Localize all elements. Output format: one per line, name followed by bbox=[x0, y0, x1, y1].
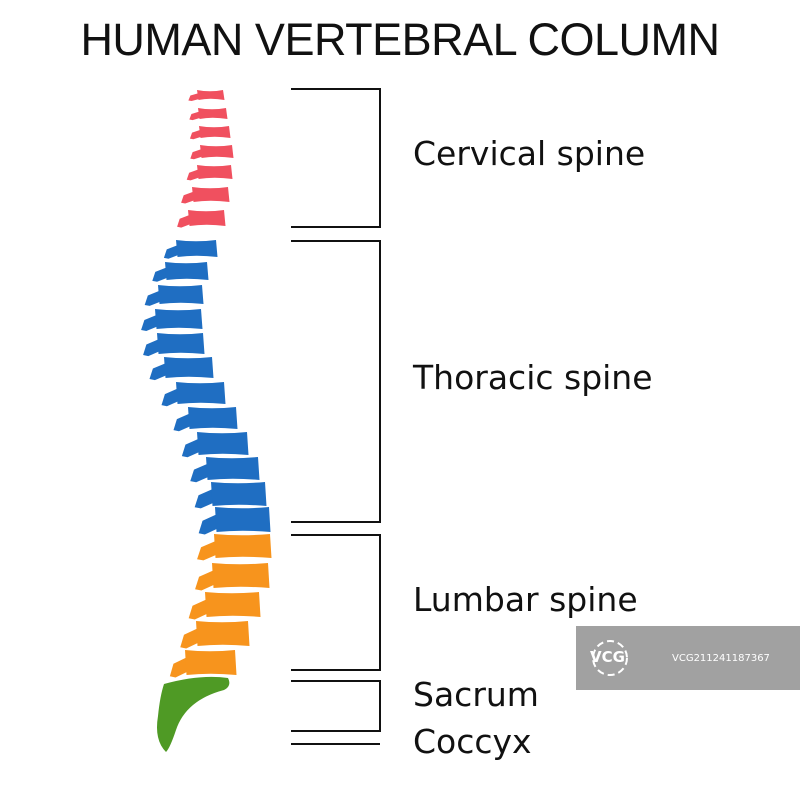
bracket-thoracic bbox=[291, 240, 381, 523]
bracket-layer bbox=[291, 88, 381, 745]
bracket-sacrum bbox=[291, 680, 381, 732]
label-thoracic-spine: Thoracic spine bbox=[413, 358, 653, 397]
vertebra-thoracic-10 bbox=[190, 457, 260, 483]
vertebra-cervical-6 bbox=[181, 187, 230, 204]
vertebra-lumbar-5 bbox=[169, 650, 237, 678]
bracket-cervical bbox=[291, 88, 381, 228]
vertebra-lumbar-2 bbox=[195, 563, 270, 591]
vertebra-thoracic-11 bbox=[194, 482, 267, 509]
vertebrae-layer bbox=[141, 90, 272, 752]
label-sacrum: Sacrum bbox=[413, 675, 539, 714]
label-coccyx: Coccyx bbox=[413, 722, 532, 761]
label-lumbar-spine: Lumbar spine bbox=[413, 580, 638, 619]
vertebra-thoracic-9 bbox=[181, 432, 249, 458]
vertebra-thoracic-12 bbox=[198, 507, 271, 535]
watermark-id: VCG211241187367 bbox=[672, 653, 770, 664]
label-cervical-spine: Cervical spine bbox=[413, 134, 646, 173]
vertebra-cervical-3 bbox=[189, 126, 231, 140]
vertebra-thoracic-1 bbox=[163, 240, 218, 259]
vertebra-cervical-2 bbox=[189, 108, 228, 121]
page-title: HUMAN VERTEBRAL COLUMN bbox=[80, 14, 720, 65]
watermark: VCG VCG211241187367 bbox=[576, 626, 800, 690]
vertebra-cervical-5 bbox=[186, 165, 233, 181]
vertebra-lumbar-3 bbox=[188, 592, 261, 620]
bracket-lumbar bbox=[291, 534, 381, 671]
vertebra-lumbar-4 bbox=[180, 621, 250, 649]
watermark-brand: VCG bbox=[590, 648, 625, 666]
watermark-logo-icon bbox=[592, 640, 628, 676]
vertebra-thoracic-4 bbox=[141, 309, 203, 331]
vertebra-thoracic-6 bbox=[149, 357, 214, 381]
vertebra-thoracic-8 bbox=[173, 407, 238, 432]
vertebra-thoracic-2 bbox=[152, 262, 209, 282]
vertebra-lumbar-1 bbox=[197, 534, 272, 561]
vertebra-thoracic-5 bbox=[143, 333, 205, 357]
vertebra-cervical-7 bbox=[177, 210, 226, 228]
vertebra-cervical-4 bbox=[190, 145, 234, 160]
sacrum-coccyx-shape bbox=[157, 676, 230, 752]
vertebra-thoracic-3 bbox=[144, 285, 204, 306]
vertebra-cervical-1 bbox=[188, 90, 225, 101]
vertebra-thoracic-7 bbox=[161, 382, 226, 407]
